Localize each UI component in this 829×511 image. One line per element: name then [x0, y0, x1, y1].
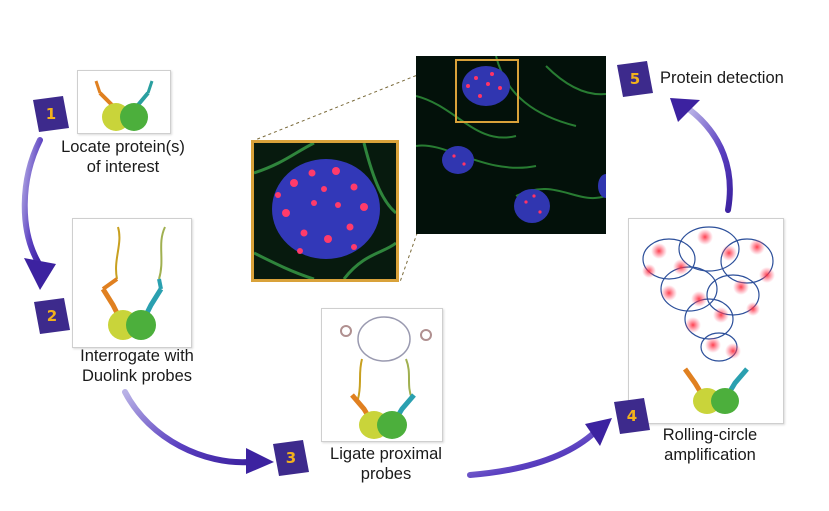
step3-label-line2: probes	[360, 465, 412, 483]
cell-fluorescence-image	[416, 56, 606, 223]
step3-caption: Ligate proximal probes	[306, 444, 466, 484]
step1-caption: Locate protein(s) of interest	[48, 137, 198, 177]
step3-badge: 3	[273, 440, 309, 476]
arrow-step3-to-step4	[467, 418, 612, 478]
step4-number: 4	[626, 407, 638, 425]
zoom-region-box	[455, 59, 519, 123]
step1-number: 1	[45, 105, 57, 123]
step5-badge: 5	[617, 61, 653, 97]
step4-panel	[628, 218, 784, 424]
step2-caption: Interrogate with Duolink probes	[52, 346, 222, 386]
step5-number: 5	[629, 70, 641, 88]
step3-panel	[321, 308, 443, 442]
step2-label-line2: Duolink probes	[81, 367, 193, 385]
step1-panel	[77, 70, 171, 134]
step4-label-line2: amplification	[664, 446, 756, 464]
duolink-probes-icon	[100, 226, 166, 340]
step2-number: 2	[46, 307, 58, 325]
zoom-guide-lines	[254, 59, 456, 283]
step2-label-line1: Interrogate with	[80, 347, 194, 365]
arrow-step4-to-step5	[670, 98, 733, 213]
step2-badge: 2	[34, 298, 70, 334]
rca-product-icon	[642, 226, 775, 414]
microscopy-image	[416, 56, 606, 234]
step4-caption: Rolling-circle amplification	[640, 425, 780, 465]
ligation-icon	[340, 316, 432, 439]
zoom-inset	[251, 140, 399, 282]
step5-caption: Protein detection	[660, 68, 820, 88]
step1-label-line2: of interest	[86, 158, 160, 176]
protein-pair-icon	[94, 80, 154, 131]
arrow-step2-to-step3	[122, 389, 274, 474]
step2-panel	[72, 218, 192, 348]
step1-badge: 1	[33, 96, 69, 132]
step3-number: 3	[285, 449, 297, 467]
arrow-step1-to-step2	[21, 137, 56, 290]
zoomed-nucleus-image	[254, 143, 396, 279]
step3-label-line1: Ligate proximal	[330, 445, 442, 463]
step4-badge: 4	[614, 398, 650, 434]
step1-label-line1: Locate protein(s)	[61, 138, 185, 156]
step4-label-line1: Rolling-circle	[662, 426, 758, 444]
step5-label: Protein detection	[660, 69, 784, 87]
